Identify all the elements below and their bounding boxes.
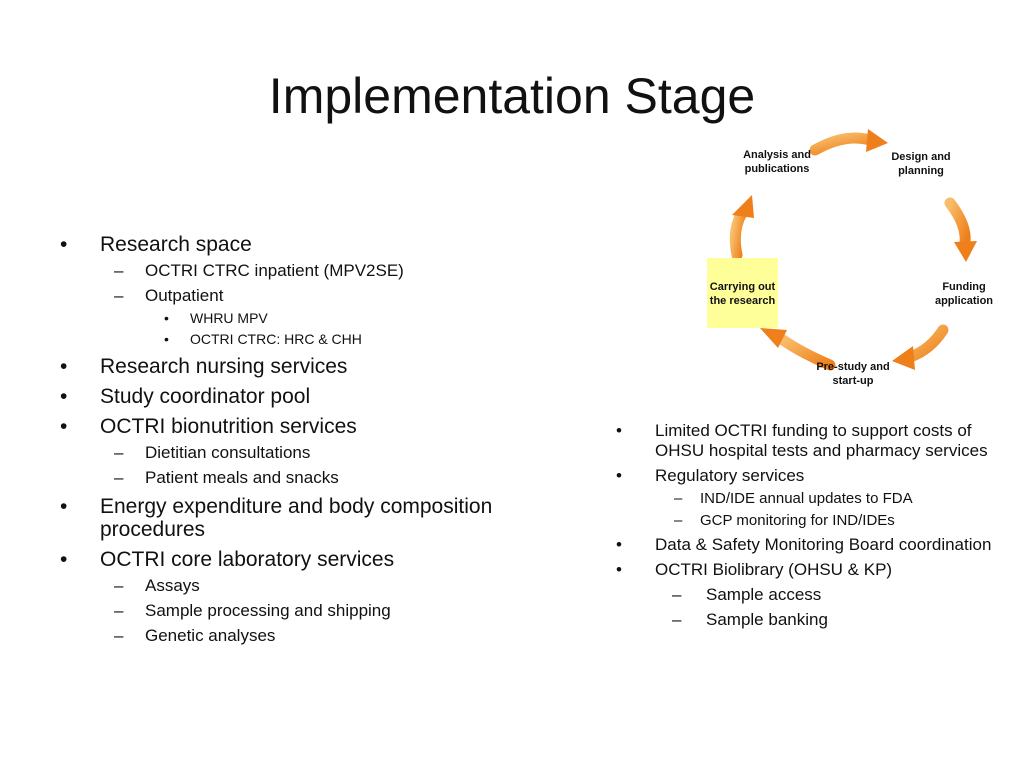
bullet-text: Regulatory services <box>655 466 805 485</box>
list-item: – Patient meals and snacks <box>60 468 580 488</box>
left-bullet-list: • Research space – OCTRI CTRC inpatient (M… <box>60 233 580 646</box>
bullet-dot: • <box>60 415 68 438</box>
bullet-dot: • <box>164 310 169 326</box>
bullet-dash: – <box>114 626 124 645</box>
list-item: • Energy expenditure and body composition… <box>60 495 580 541</box>
bullet-text: Patient meals and snacks <box>145 468 339 487</box>
list-item: – OCTRI CTRC inpatient (MPV2SE) <box>60 261 580 281</box>
page-title: Implementation Stage <box>268 68 756 124</box>
bullet-dash: – <box>672 585 682 604</box>
bullet-dash: – <box>114 601 124 620</box>
bullet-text: Research nursing services <box>100 355 348 378</box>
list-item: –IND/IDE annual updates to FDA <box>616 490 1006 508</box>
bullet-text: Outpatient <box>145 286 224 305</box>
stage-prestudy: Pre-study and start-up <box>816 361 890 387</box>
list-item: – Assays <box>60 576 580 596</box>
list-item: • OCTRI bionutrition services <box>60 415 580 438</box>
bullet-text: Sample access <box>706 585 822 604</box>
stage-carrying-out: Carrying out the research <box>707 258 778 328</box>
bullet-text: Dietitian consultations <box>145 443 311 462</box>
bullet-dot: • <box>616 466 622 485</box>
list-item: • Limited OCTRI funding to support costs … <box>616 421 1006 461</box>
bullet-dash: – <box>114 286 124 305</box>
bullet-dot: • <box>616 421 622 440</box>
list-item: • Research nursing services <box>60 355 580 378</box>
bullet-text: Sample processing and shipping <box>145 601 391 620</box>
arrow-design-to-funding <box>944 197 977 262</box>
bullet-dash: – <box>674 512 683 529</box>
list-item: –GCP monitoring for IND/IDEs <box>616 512 1006 530</box>
bullet-text: OCTRI core laboratory services <box>100 548 395 571</box>
list-item: • WHRU MPV <box>60 310 580 327</box>
bullet-dash: – <box>114 443 124 462</box>
bullet-text: OCTRI CTRC inpatient (MPV2SE) <box>145 261 404 280</box>
arrow-prestudy-to-carrying <box>760 328 836 371</box>
list-item: – Sample banking <box>616 610 1006 630</box>
stage-analysis: Analysis and publications <box>743 149 811 175</box>
bullet-text: OCTRI bionutrition services <box>100 415 357 438</box>
bullet-dash: – <box>114 261 124 280</box>
list-item: • Data & Safety Monitoring Board coordina… <box>616 535 1006 555</box>
arrow-funding-to-prestudy <box>892 324 949 370</box>
bullet-text: GCP monitoring for IND/IDEs <box>700 512 895 529</box>
bullet-text: Data & Safety Monitoring Board coordinat… <box>655 535 992 554</box>
arrow-carrying-to-analysis <box>729 195 754 261</box>
list-item: – Sample processing and shipping <box>60 601 580 621</box>
arrow-analysis-to-design <box>809 129 888 156</box>
list-item: • OCTRI CTRC: HRC & CHH <box>60 331 580 348</box>
stage-funding: Funding application <box>934 281 994 307</box>
list-item: • Research space <box>60 233 580 256</box>
bullet-dot: • <box>60 233 68 256</box>
list-item: • Study coordinator pool <box>60 385 580 408</box>
bullet-text: IND/IDE annual updates to FDA <box>700 490 913 507</box>
bullet-text: Genetic analyses <box>145 626 276 645</box>
bullet-dash: – <box>114 576 124 595</box>
list-item: – Outpatient <box>60 286 580 306</box>
stage-design: Design and planning <box>891 151 951 177</box>
list-item: – Genetic analyses <box>60 626 580 646</box>
research-cycle-diagram: Analysis and publications Design and pla… <box>690 125 1010 395</box>
list-item: • OCTRI core laboratory services <box>60 548 580 571</box>
bullet-text: Study coordinator pool <box>100 385 311 408</box>
bullet-text: Research space <box>100 233 252 256</box>
bullet-text: Sample banking <box>706 610 828 629</box>
bullet-text: OCTRI CTRC: HRC & CHH <box>190 331 362 347</box>
bullet-dash: – <box>672 610 682 629</box>
bullet-text: Limited OCTRI funding to support costs o… <box>655 421 988 460</box>
right-bullet-list: • Limited OCTRI funding to support costs … <box>616 421 1006 630</box>
bullet-text: Assays <box>145 576 200 595</box>
bullet-text: OCTRI Biolibrary (OHSU & KP) <box>655 560 893 579</box>
list-item: – Dietitian consultations <box>60 443 580 463</box>
list-item: • OCTRI Biolibrary (OHSU & KP) <box>616 560 1006 580</box>
bullet-dash: – <box>114 468 124 487</box>
bullet-dot: • <box>164 331 169 347</box>
bullet-dot: • <box>60 548 68 571</box>
bullet-dot: • <box>616 535 622 554</box>
bullet-dot: • <box>616 560 622 579</box>
bullet-dash: – <box>674 490 683 507</box>
bullet-text: WHRU MPV <box>190 310 268 326</box>
bullet-dot: • <box>60 385 68 408</box>
list-item: – Sample access <box>616 585 1006 605</box>
cycle-arrows <box>729 129 977 371</box>
bullet-dot: • <box>60 495 68 518</box>
bullet-text: Energy expenditure and body composition … <box>100 495 493 541</box>
bullet-dot: • <box>60 355 68 378</box>
list-item: • Regulatory services <box>616 466 1006 486</box>
